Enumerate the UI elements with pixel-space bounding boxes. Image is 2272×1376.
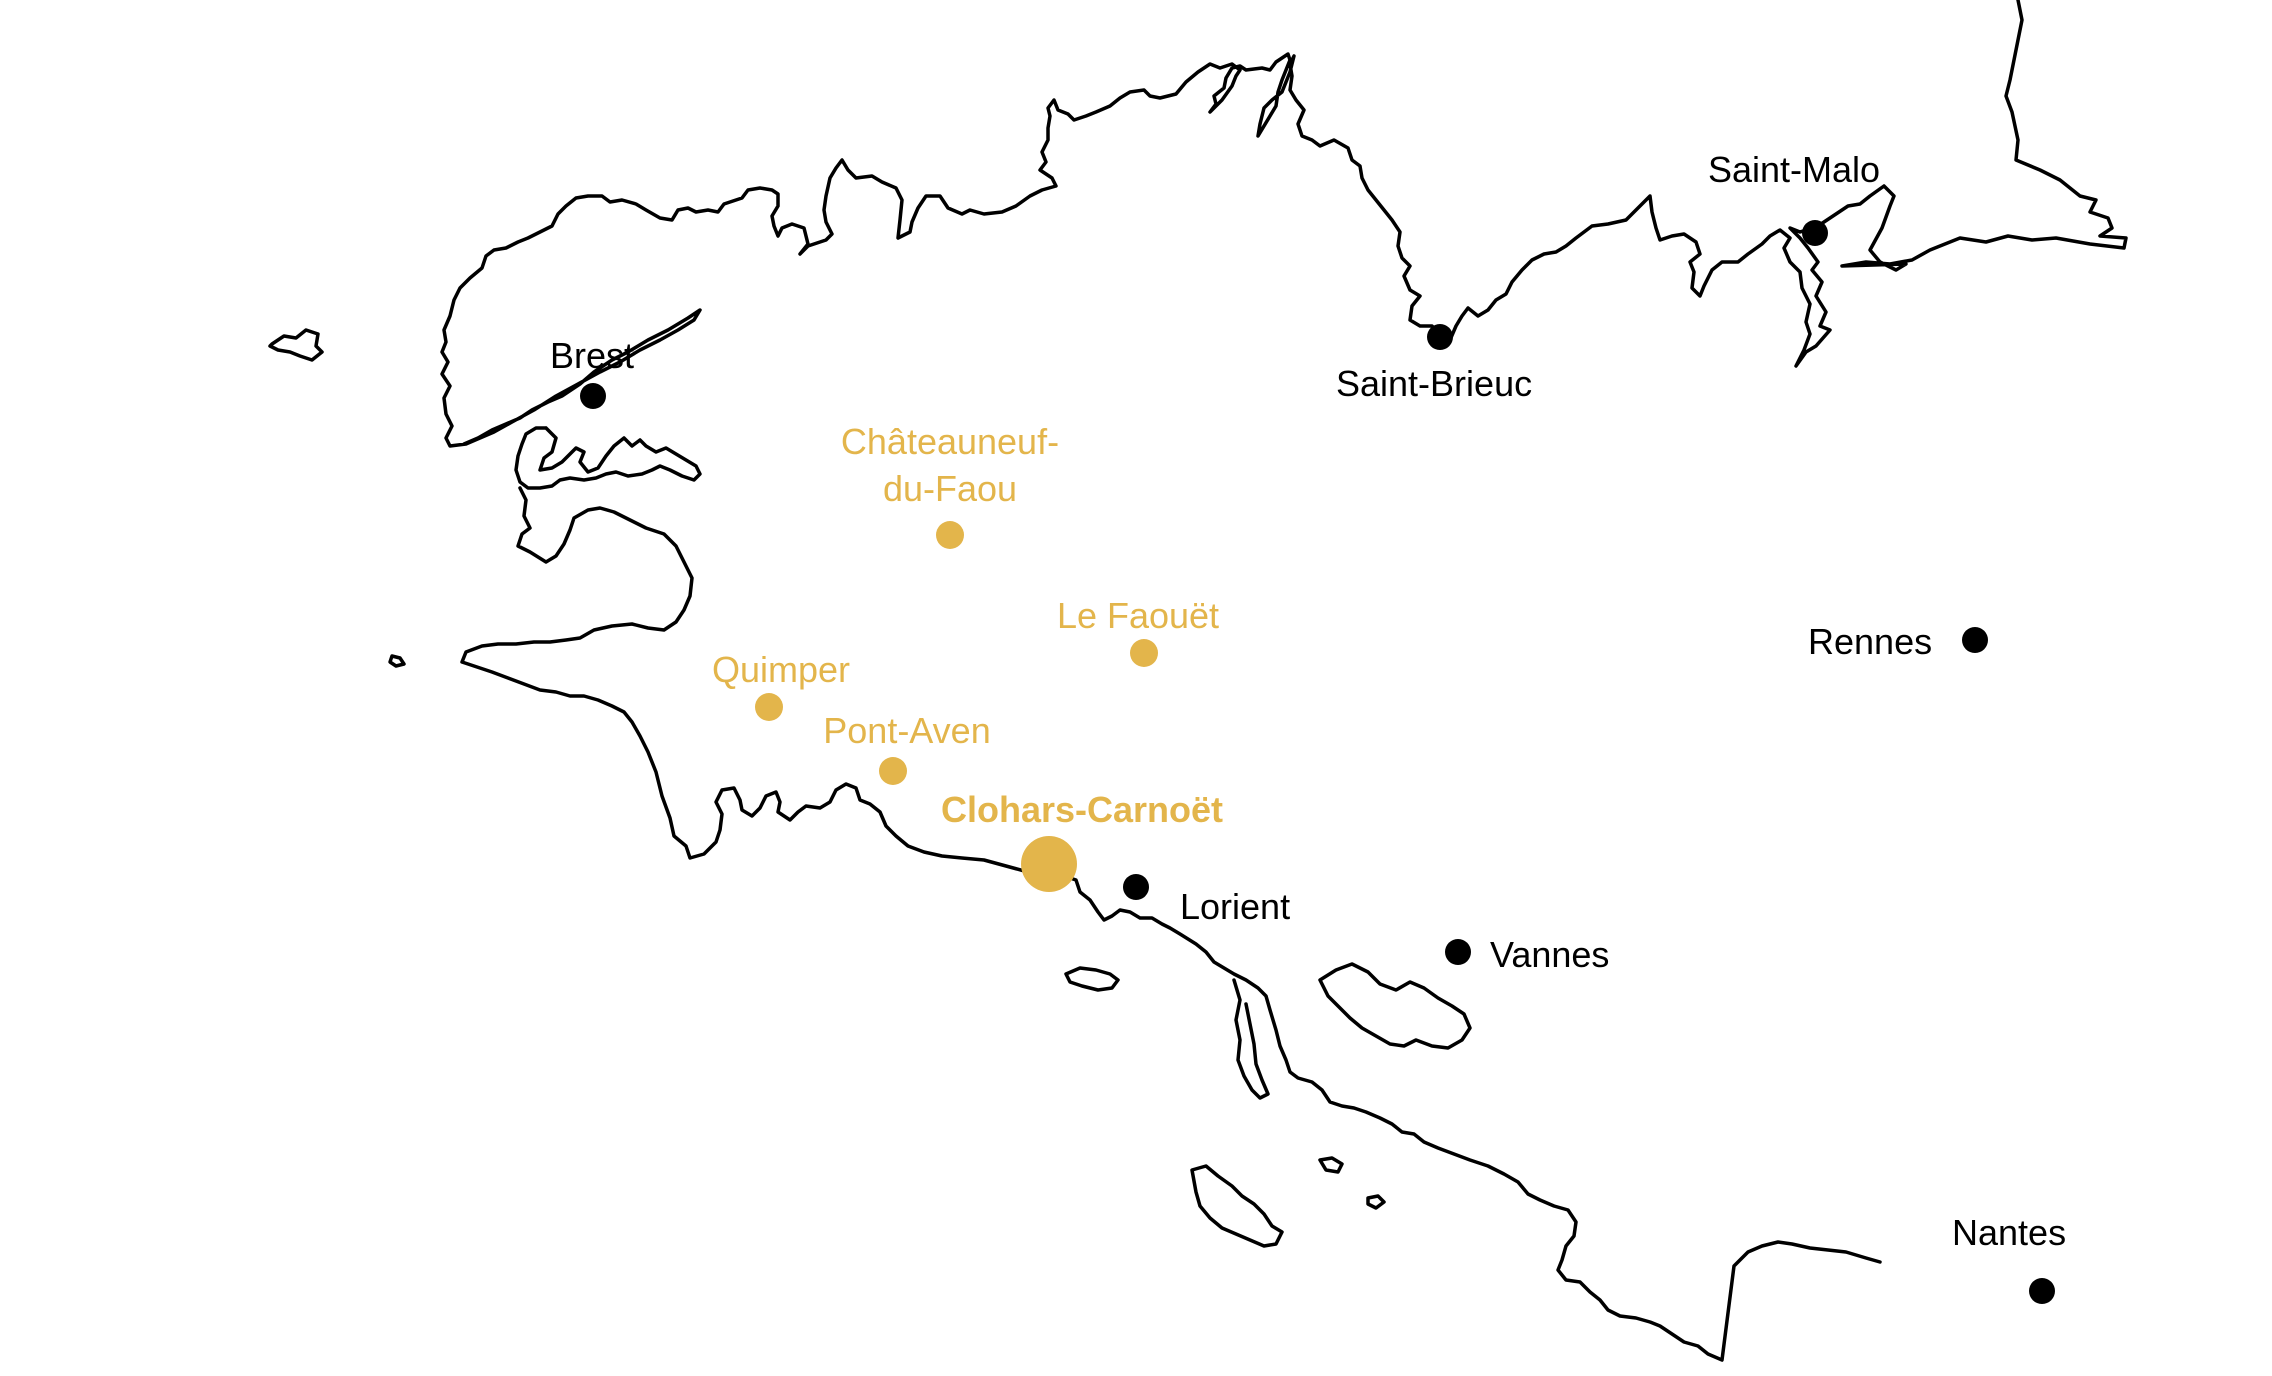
chateauneuf-marker [936, 521, 964, 549]
city-vannes[interactable]: Vannes [1445, 934, 1609, 975]
town-clohars-carnoet[interactable]: Clohars-Carnoët [941, 789, 1223, 892]
quimper-label: Quimper [712, 649, 850, 690]
city-lorient[interactable]: Lorient [1123, 874, 1290, 927]
vannes-marker [1445, 939, 1471, 965]
le-faouet-marker [1130, 639, 1158, 667]
chateauneuf-label-line1: Châteauneuf- [841, 421, 1059, 462]
lorient-marker [1123, 874, 1149, 900]
pont-aven-marker [879, 757, 907, 785]
island-ouessant [268, 328, 324, 362]
saint-malo-marker [1802, 220, 1828, 246]
coastline-mainland [440, 0, 2128, 448]
island-houat [1318, 1156, 1344, 1174]
nantes-label: Nantes [1952, 1212, 2066, 1253]
town-le-faouet[interactable]: Le Faouët [1057, 595, 1219, 667]
island-belle-ile [1190, 1164, 1284, 1248]
rennes-marker [1962, 627, 1988, 653]
lorient-label: Lorient [1180, 886, 1290, 927]
gulf-morbihan [1318, 962, 1472, 1050]
le-faouet-label: Le Faouët [1057, 595, 1219, 636]
city-saint-malo[interactable]: Saint-Malo [1708, 149, 1880, 246]
city-nantes[interactable]: Nantes [1952, 1212, 2066, 1304]
city-rennes[interactable]: Rennes [1808, 621, 1988, 662]
coastline-south-finistere [460, 426, 1882, 1362]
saint-brieuc-label: Saint-Brieuc [1336, 363, 1532, 404]
island-sein [388, 654, 406, 668]
city-brest[interactable]: Brest [550, 335, 634, 409]
town-quimper[interactable]: Quimper [712, 649, 850, 721]
clohars-carnoet-marker [1021, 836, 1077, 892]
vannes-label: Vannes [1490, 934, 1609, 975]
rennes-label: Rennes [1808, 621, 1932, 662]
town-pont-aven[interactable]: Pont-Aven [823, 710, 991, 785]
clohars-carnoet-label: Clohars-Carnoët [941, 789, 1223, 830]
pont-aven-label: Pont-Aven [823, 710, 990, 751]
saint-brieuc-marker [1427, 324, 1453, 350]
island-groix [1064, 966, 1120, 992]
chateauneuf-label-line2: du-Faou [883, 468, 1017, 509]
brest-label: Brest [550, 335, 634, 376]
city-saint-brieuc[interactable]: Saint-Brieuc [1336, 324, 1532, 404]
quimper-marker [755, 693, 783, 721]
saint-malo-label: Saint-Malo [1708, 149, 1880, 190]
island-hoedic [1366, 1194, 1386, 1210]
town-chateauneuf-du-faou[interactable]: Châteauneuf- du-Faou [841, 421, 1059, 549]
peninsula-quiberon [1232, 978, 1270, 1100]
nantes-marker [2029, 1278, 2055, 1304]
brest-marker [580, 383, 606, 409]
